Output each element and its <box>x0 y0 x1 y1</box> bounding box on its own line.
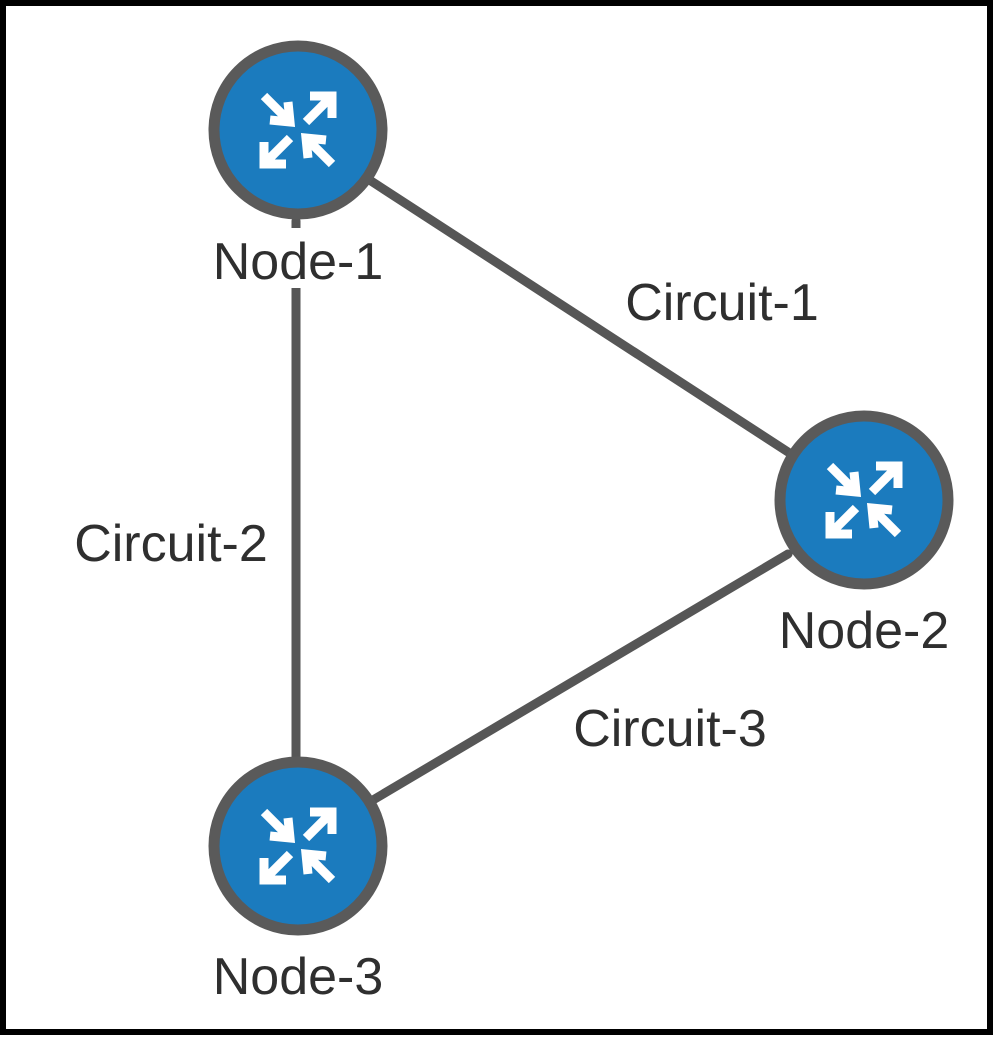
circuit-1-label: Circuit-1 <box>625 274 819 332</box>
node-2[interactable] <box>774 410 954 590</box>
circuit-3-label: Circuit-3 <box>573 700 767 758</box>
node-1-label-bg <box>206 228 392 288</box>
circuit-2-label: Circuit-2 <box>74 515 268 573</box>
node-2-circle <box>774 410 954 590</box>
node-3-circle <box>208 756 388 936</box>
node-1-circle <box>208 40 388 220</box>
circuit-1-link <box>363 174 793 457</box>
network-topology-svg: Node-1 Node-2 Node-3 Circuit-1 Circuit-2… <box>74 40 954 1006</box>
circuit-3-link <box>363 549 793 808</box>
node-1-label: Node-1 <box>213 233 384 291</box>
node-3-label: Node-3 <box>213 948 384 1006</box>
node-3[interactable] <box>208 756 388 936</box>
node-2-label: Node-2 <box>779 602 950 660</box>
node-1[interactable] <box>208 40 388 220</box>
